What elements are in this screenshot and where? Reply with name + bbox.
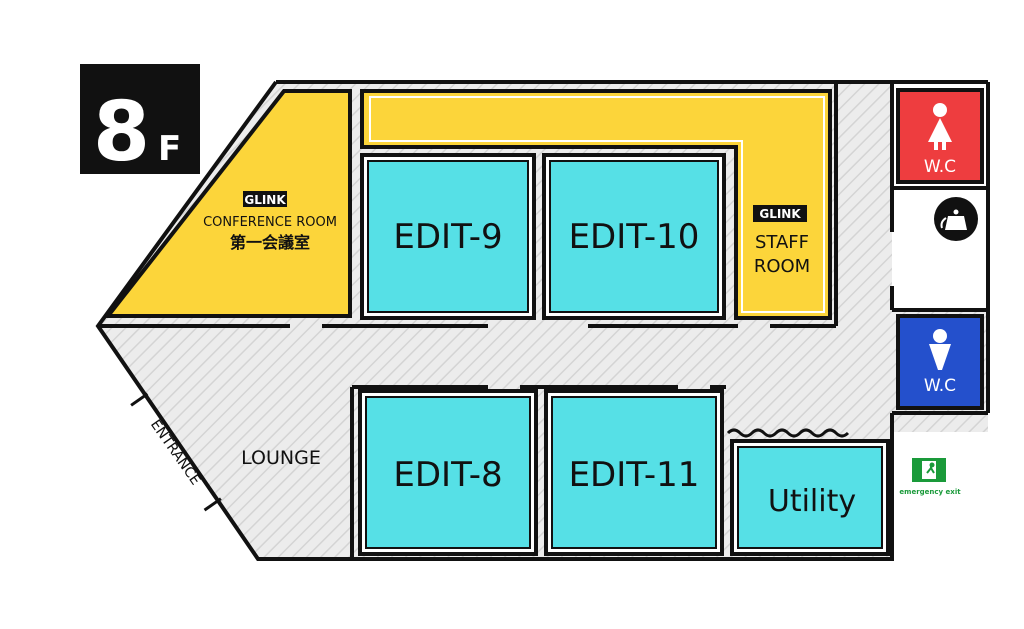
staff-labels: GLINK STAFF ROOM <box>753 205 810 277</box>
edit-11-label: EDIT-11 <box>569 455 700 495</box>
emergency-exit-label: emergency exit <box>899 488 961 496</box>
emergency-exit-icon <box>912 458 946 482</box>
edit-9-label: EDIT-9 <box>393 217 502 257</box>
utility-label: Utility <box>768 484 856 519</box>
conference-name-ja: 第一会議室 <box>230 233 310 252</box>
staff-line2: ROOM <box>754 256 810 277</box>
conference-name: CONFERENCE ROOM <box>203 215 337 230</box>
staff-room[interactable] <box>360 89 832 320</box>
wc-women[interactable]: W.C <box>896 88 984 184</box>
staff-line1: STAFF <box>755 232 809 253</box>
wc-men-label: W.C <box>924 376 956 396</box>
corridor-walls <box>98 82 988 559</box>
kettle-icon <box>934 197 978 241</box>
edit-10-room[interactable] <box>542 153 726 320</box>
conference-brand-tag: GLINK <box>244 193 286 207</box>
edit-11-room[interactable] <box>544 389 724 556</box>
edit-8-label: EDIT-8 <box>393 455 502 495</box>
male-icon <box>929 329 951 370</box>
conference-labels: GLINK CONFERENCE ROOM 第一会議室 <box>203 191 337 252</box>
floor-suffix: F <box>158 129 181 169</box>
utility-room[interactable] <box>730 439 890 556</box>
staff-brand-tag: GLINK <box>759 207 801 221</box>
wc-men[interactable]: W.C <box>896 314 984 410</box>
edit-9-room[interactable] <box>360 153 536 320</box>
floor-badge: 8 F <box>80 64 200 180</box>
floor-number: 8 <box>93 85 150 180</box>
outer-walls <box>95 80 990 561</box>
conference-room[interactable] <box>103 89 352 318</box>
curtain-wall <box>726 428 850 438</box>
edit-10-label: EDIT-10 <box>569 217 700 257</box>
female-icon <box>928 103 952 150</box>
lounge-label: LOUNGE <box>241 447 321 469</box>
emergency-exit[interactable]: emergency exit <box>899 458 961 496</box>
wc-women-label: W.C <box>924 157 956 177</box>
edit-8-room[interactable] <box>358 389 538 556</box>
